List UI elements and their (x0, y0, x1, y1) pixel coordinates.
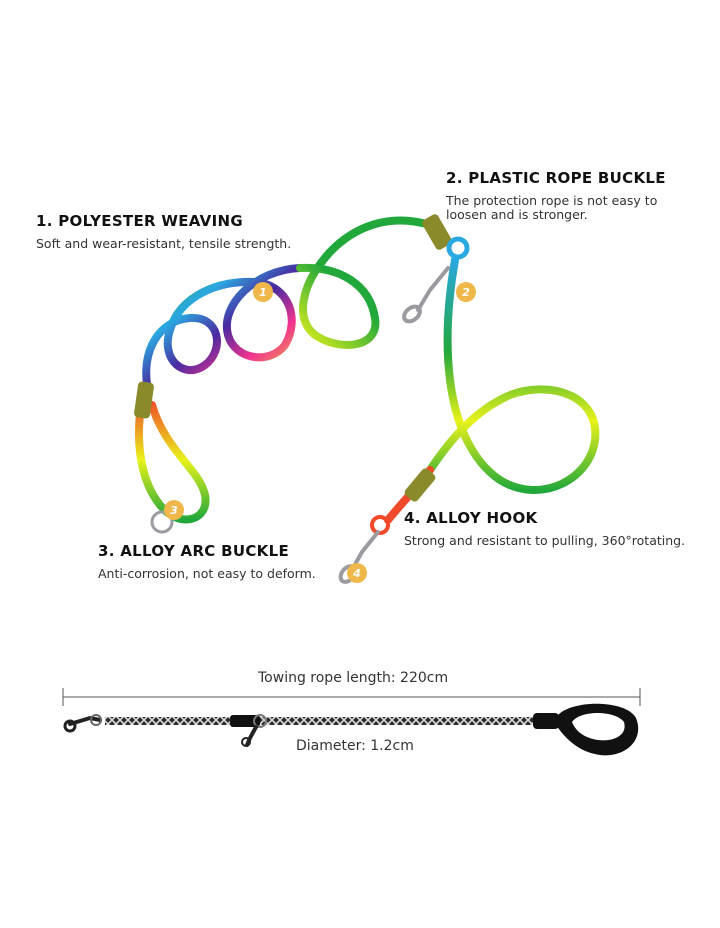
bottom-connector (404, 468, 436, 502)
snap-hook-icon (230, 714, 267, 747)
feature-4-description: Strong and resistant to pulling, 360°rot… (404, 533, 686, 548)
feature-2-description: The protection rope is not easy to loose… (446, 193, 658, 222)
badge-1-number: 1 (259, 286, 267, 299)
feature-1-description: Soft and wear-resistant, tensile strengt… (36, 236, 292, 251)
badge-3-number: 3 (170, 504, 178, 517)
rope-diameter-label: Diameter: 1.2cm (296, 738, 414, 754)
rope-length-label: Towing rope length: 220cm (258, 670, 449, 686)
badge-4-number: 4 (352, 567, 361, 580)
rope-left-section (142, 216, 434, 394)
dimension-diagram (62, 688, 641, 756)
left-connector (134, 381, 154, 419)
badge-4: 4 (347, 563, 367, 583)
top-connector (422, 214, 452, 250)
feature-2-title: 2. PLASTIC ROPE BUCKLE (446, 169, 666, 187)
rope-handle-section (134, 381, 210, 534)
badge-2: 2 (456, 282, 476, 302)
snap-hook-icon (402, 266, 450, 324)
snap-hook-icon (63, 714, 102, 733)
d-ring-icon (150, 510, 174, 534)
badge-1: 1 (253, 282, 273, 302)
badge-3: 3 (164, 500, 184, 520)
badge-2-number: 2 (462, 286, 470, 299)
feature-1-title: 1. POLYESTER WEAVING (36, 212, 243, 230)
straight-rope (105, 717, 545, 725)
rope-right-section (338, 214, 600, 584)
feature-4-title: 4. ALLOY HOOK (404, 509, 538, 527)
feature-3-title: 3. ALLOY ARC BUCKLE (98, 542, 289, 560)
feature-3-description: Anti-corrosion, not easy to deform. (98, 566, 316, 581)
padded-handle-icon (533, 703, 639, 756)
